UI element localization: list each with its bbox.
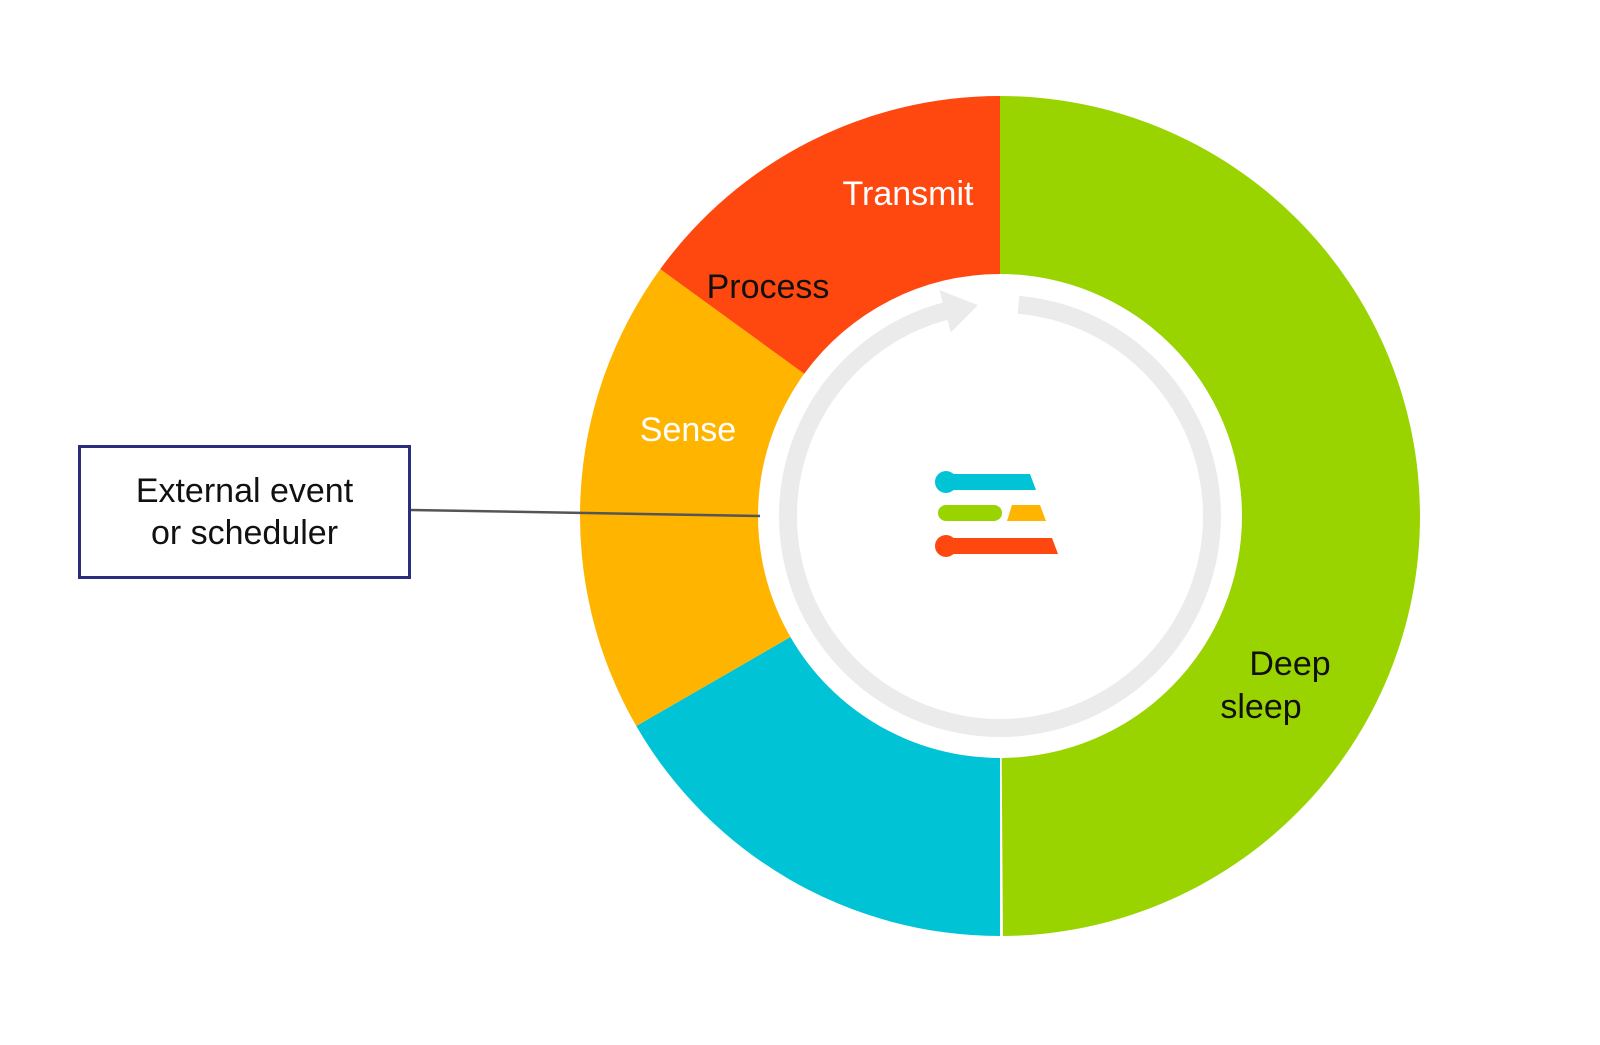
segment-label-deep-sleep-2: sleep (1220, 688, 1301, 726)
segment-label-deep-sleep-1: Deep (1249, 645, 1330, 683)
segment-label-sense: Sense (640, 411, 736, 449)
ring-segment-transmit (660, 96, 1000, 374)
callout-line-2: or scheduler (150, 514, 339, 552)
segment-labels: Deep sleep Sense Process Transmit (640, 175, 1331, 726)
callout-connector-line (410, 508, 761, 518)
app-logo-icon (935, 471, 1058, 557)
ring-segment-sense (636, 637, 1000, 936)
external-event-callout: External event or scheduler (78, 445, 411, 579)
ring-segment-deep-sleep (1000, 96, 1421, 936)
duty-cycle-ring (579, 96, 1421, 936)
callout-line-1: External event (135, 472, 354, 510)
segment-label-process: Process (707, 268, 830, 306)
segment-label-transmit: Transmit (843, 175, 975, 213)
cycle-arrow-icon (779, 289, 1221, 737)
ring-segment-process (579, 269, 805, 726)
